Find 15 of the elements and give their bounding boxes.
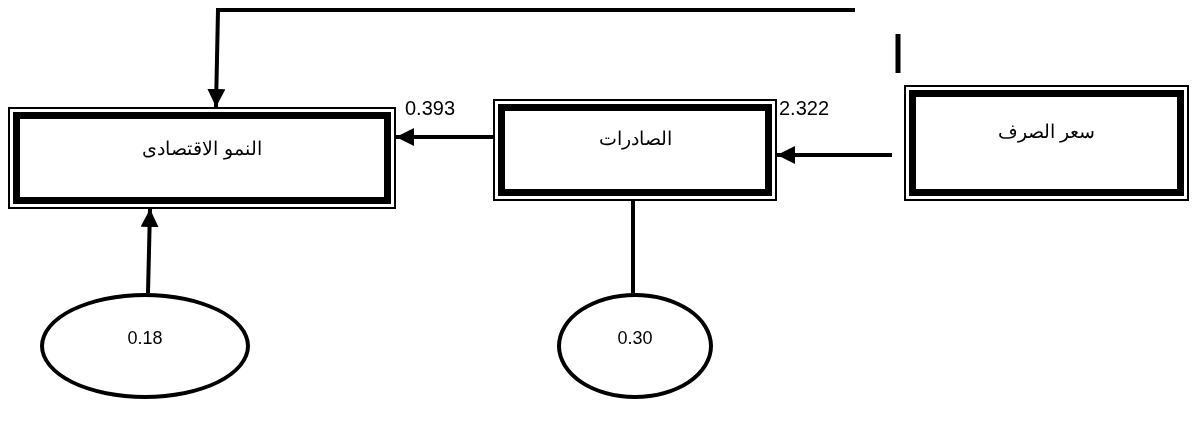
arrow (140, 208, 159, 294)
arrow (207, 8, 855, 108)
node-label: النمو الاقتصادى (142, 137, 262, 160)
node-label: الصادرات (598, 127, 672, 150)
node-label: 0.30 (617, 327, 653, 349)
variable-box (8, 107, 396, 209)
arrow (396, 128, 493, 146)
edge-label: 0.393 (404, 98, 457, 118)
node-label: سعر الصرف (997, 120, 1096, 143)
arrow (777, 146, 892, 164)
variable-box (904, 85, 1189, 201)
node-label: 0.18 (127, 327, 163, 349)
edge-label: 2.322 (778, 98, 831, 118)
variable-box (493, 99, 777, 201)
connector-line (631, 201, 635, 293)
